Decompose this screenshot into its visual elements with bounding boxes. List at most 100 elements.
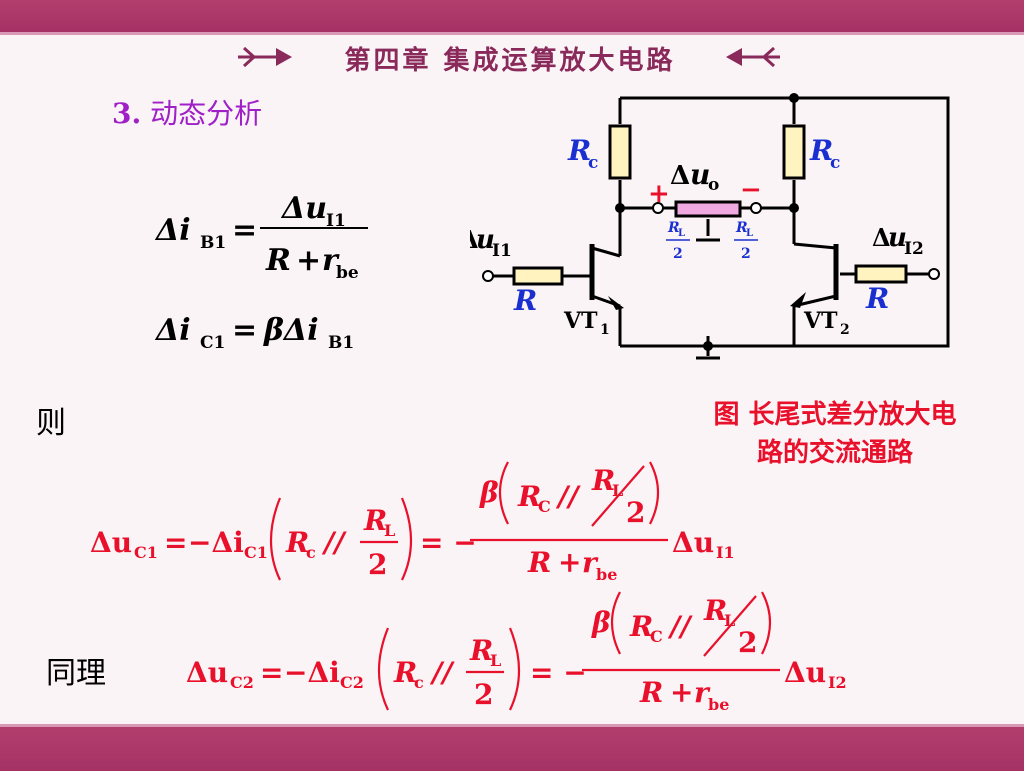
uo-plus-sign: + <box>648 179 670 209</box>
eq2-rhs-sub: B1 <box>328 333 354 353</box>
eq3-term-sub: C1 <box>244 543 268 562</box>
eq4-eq2: = − <box>530 656 587 689</box>
r2-resistor <box>854 264 908 284</box>
ui2-delta: Δ <box>872 223 891 252</box>
eq3-rC: R <box>517 480 541 513</box>
eq4-beta: β <box>591 606 611 639</box>
eq3-lhs: Δu <box>90 526 132 559</box>
caption-line2: 路的交流通路 <box>756 438 913 468</box>
rc2-label: R <box>809 134 833 167</box>
ui1-label-sub: I1 <box>492 241 512 261</box>
eq1-numerator: Δu <box>280 191 327 226</box>
caption-line1: 图 长尾式差分放大电 <box>713 400 957 430</box>
eq4-den-rbe-sub: be <box>708 695 729 714</box>
eq2-lhs: Δi <box>154 313 191 348</box>
eq3-parallel: // <box>321 526 347 559</box>
rl-half-left-sub: L <box>678 228 685 239</box>
eq2-lhs-sub: C1 <box>200 333 225 353</box>
eq1-den-rbe: r <box>322 243 340 278</box>
eq1-numerator-sub: I1 <box>326 211 346 231</box>
eq1-lhs: Δi <box>154 213 191 248</box>
eq3-beta: β <box>479 476 499 509</box>
eq3-rl-sub: L <box>384 521 395 540</box>
equation-uc1: Δu C1 = −Δi C1 R c // R L 2 = − β R C //… <box>90 461 735 584</box>
uo-plus-terminal <box>652 202 664 214</box>
vt1-label: VT <box>563 308 598 334</box>
rl-half-right-two: 2 <box>741 246 751 262</box>
rl-half-right-sub: L <box>746 228 753 239</box>
r2-label: R <box>865 282 889 315</box>
eq1-den-plus: + <box>296 243 321 278</box>
ui1-terminal <box>482 270 494 282</box>
eq4-rl2: R <box>703 594 727 627</box>
ui1-delta: Δ <box>470 225 479 254</box>
eq3-rl2-sub: L <box>612 481 623 500</box>
r1-label: R <box>513 284 537 317</box>
rc1-label: R <box>567 134 591 167</box>
rc1-label-sub: c <box>588 153 598 173</box>
eq4-term: −Δi <box>284 656 340 689</box>
rl-half-left-two: 2 <box>673 246 683 262</box>
eq3-two: 2 <box>368 548 387 581</box>
eq4-two: 2 <box>474 678 493 711</box>
left-ornament-icon <box>238 46 292 68</box>
eq3-lhs-sub: C1 <box>134 543 158 562</box>
rc2-label-sub: c <box>830 153 840 173</box>
eq3-den-r: R <box>527 546 551 579</box>
eq4-lhs-sub: C2 <box>230 673 254 692</box>
top-banner <box>0 0 1024 35</box>
chapter-title: 第四章 集成运算放大电路 <box>344 46 676 76</box>
eq4-two2: 2 <box>738 626 757 659</box>
eq3-den-rbe: r <box>582 546 599 579</box>
eq4-tail: Δu <box>784 656 826 689</box>
eq1-equals: = <box>232 213 257 248</box>
vt1-emitter-arrow-icon <box>608 296 624 310</box>
eq4-rl-sub: L <box>490 651 501 670</box>
eq4-tail-sub: I2 <box>828 673 847 692</box>
eq1-den-rbe-sub: be <box>336 263 359 283</box>
eq3-rc: R <box>285 526 309 559</box>
rl-half-right-label: R <box>735 220 748 236</box>
eq4-parallel: // <box>429 656 455 689</box>
vt2-label-sub: 2 <box>840 322 850 338</box>
eq4-den-plus: + <box>670 676 693 709</box>
ui2-label-sub: I2 <box>904 239 924 259</box>
eq3-rl2: R <box>591 464 615 497</box>
ui2-terminal <box>928 268 940 280</box>
eq4-rl2-sub: L <box>724 611 735 630</box>
eq4-rC-sub: C <box>650 627 663 646</box>
circuit-diagram: R c R c R R Δ u o + − Δ u I1 Δ u I2 VT 1… <box>470 93 950 360</box>
bottom-banner <box>0 724 1024 771</box>
eq4-eq: = <box>260 656 283 689</box>
section-number: 3. <box>112 97 142 130</box>
eq3-eq2: = − <box>420 526 477 559</box>
eq3-rl: R <box>363 504 387 537</box>
section-heading: 3. 动态分析 <box>112 92 262 132</box>
eq3-two2: 2 <box>626 496 645 529</box>
eq3-term: −Δi <box>188 526 244 559</box>
vt1-label-sub: 1 <box>600 322 610 338</box>
uo-label: u <box>690 158 710 191</box>
rc1-resistor <box>608 124 632 180</box>
eq3-tail: Δu <box>672 526 714 559</box>
rc2-resistor <box>782 124 806 180</box>
label-likewise: 同理 <box>46 656 106 691</box>
eq3-rc-sub: c <box>306 543 316 562</box>
eq4-term-sub: C2 <box>340 673 364 692</box>
equation-uc2: Δu C2 = −Δi C2 R c // R L 2 = − β R C //… <box>186 591 847 714</box>
eq4-rl: R <box>469 634 493 667</box>
rl-resistor <box>674 200 742 218</box>
eq4-rc-sub: c <box>414 673 424 692</box>
eq2-equals: = <box>232 313 257 348</box>
ui1-label: u <box>476 225 495 255</box>
uo-delta: Δ <box>670 161 690 191</box>
eq3-den-rbe-sub: be <box>596 565 617 584</box>
eq4-lhs: Δu <box>186 656 228 689</box>
eq4-rC: R <box>629 610 653 643</box>
label-then: 则 <box>36 406 66 441</box>
eq3-rC-sub: C <box>538 497 551 516</box>
r1-resistor <box>512 266 564 286</box>
section-title: 动态分析 <box>150 97 263 130</box>
eq2-rhs: βΔi <box>263 313 319 348</box>
figure-caption: 图 长尾式差分放大电 路的交流通路 <box>660 396 1010 472</box>
